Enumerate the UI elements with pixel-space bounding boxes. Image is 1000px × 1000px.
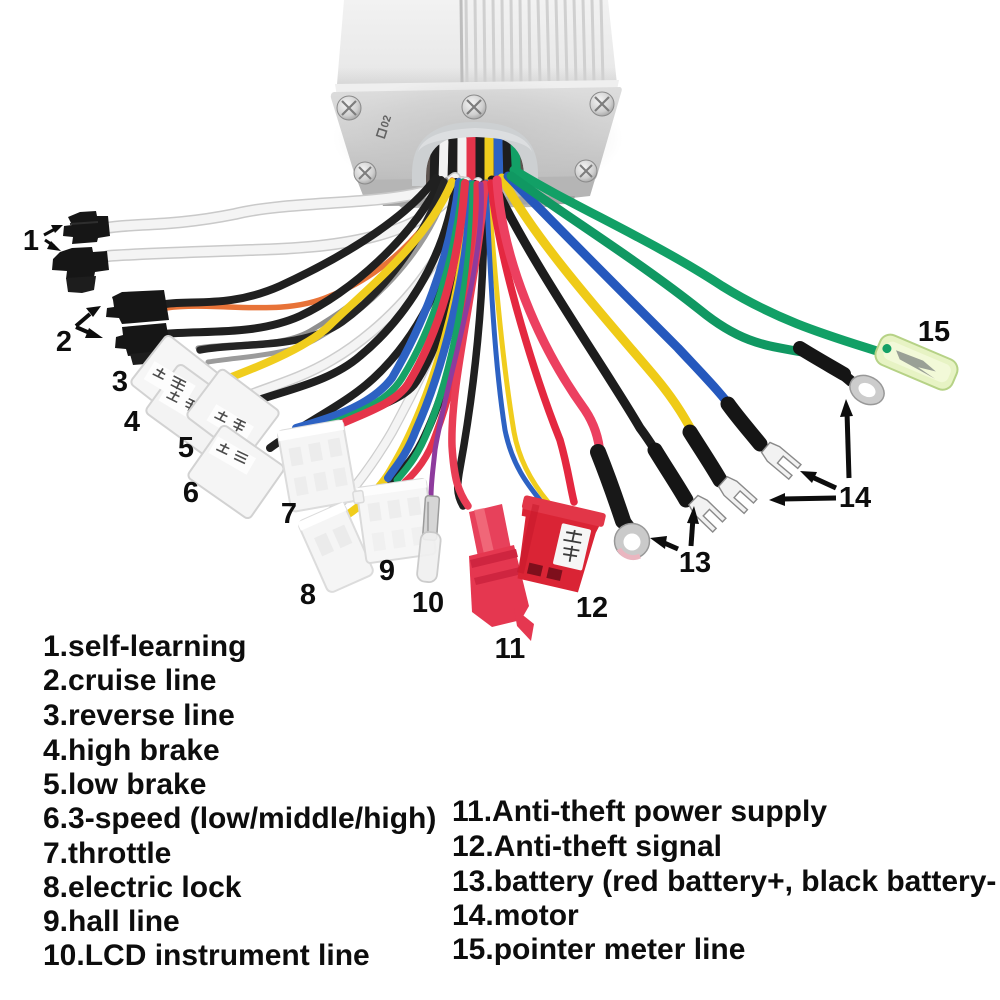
svg-text:12: 12 (576, 592, 608, 624)
svg-text:12.Anti-theft signal: 12.Anti-theft signal (452, 830, 722, 863)
svg-text:3: 3 (112, 366, 128, 398)
svg-text:7.throttle: 7.throttle (43, 837, 171, 870)
svg-text:14: 14 (839, 482, 871, 514)
svg-text:9: 9 (379, 555, 395, 587)
svg-text:15.pointer meter line: 15.pointer meter line (452, 933, 745, 966)
svg-text:11.Anti-theft power supply: 11.Anti-theft power supply (452, 795, 827, 828)
svg-text:10: 10 (412, 587, 444, 619)
svg-text:2: 2 (56, 326, 72, 358)
svg-text:4: 4 (124, 406, 140, 438)
svg-text:5.low brake: 5.low brake (43, 768, 206, 801)
svg-text:6.3-speed (low/middle/high): 6.3-speed (low/middle/high) (43, 802, 436, 835)
svg-text:02: 02 (379, 114, 394, 129)
svg-text:14.motor: 14.motor (452, 899, 579, 932)
svg-text:3.reverse line: 3.reverse line (43, 699, 235, 732)
svg-text:6: 6 (183, 477, 199, 509)
svg-text:5: 5 (178, 432, 194, 464)
svg-text:1.self-learning: 1.self-learning (43, 630, 246, 663)
svg-text:2.cruise line: 2.cruise line (43, 664, 216, 697)
svg-text:15: 15 (918, 316, 950, 348)
svg-text:7: 7 (281, 498, 297, 530)
svg-text:4.high brake: 4.high brake (43, 734, 220, 767)
svg-text:8: 8 (300, 579, 316, 611)
svg-text:8.electric lock: 8.electric lock (43, 871, 242, 904)
svg-text:9.hall line: 9.hall line (43, 905, 180, 938)
svg-text:11: 11 (495, 633, 526, 665)
svg-text:13.battery (red battery+, blac: 13.battery (red battery+, black battery- (452, 865, 996, 898)
svg-text:10.LCD instrument line: 10.LCD instrument line (43, 939, 370, 972)
svg-text:13: 13 (679, 547, 711, 579)
svg-text:1: 1 (23, 225, 39, 257)
